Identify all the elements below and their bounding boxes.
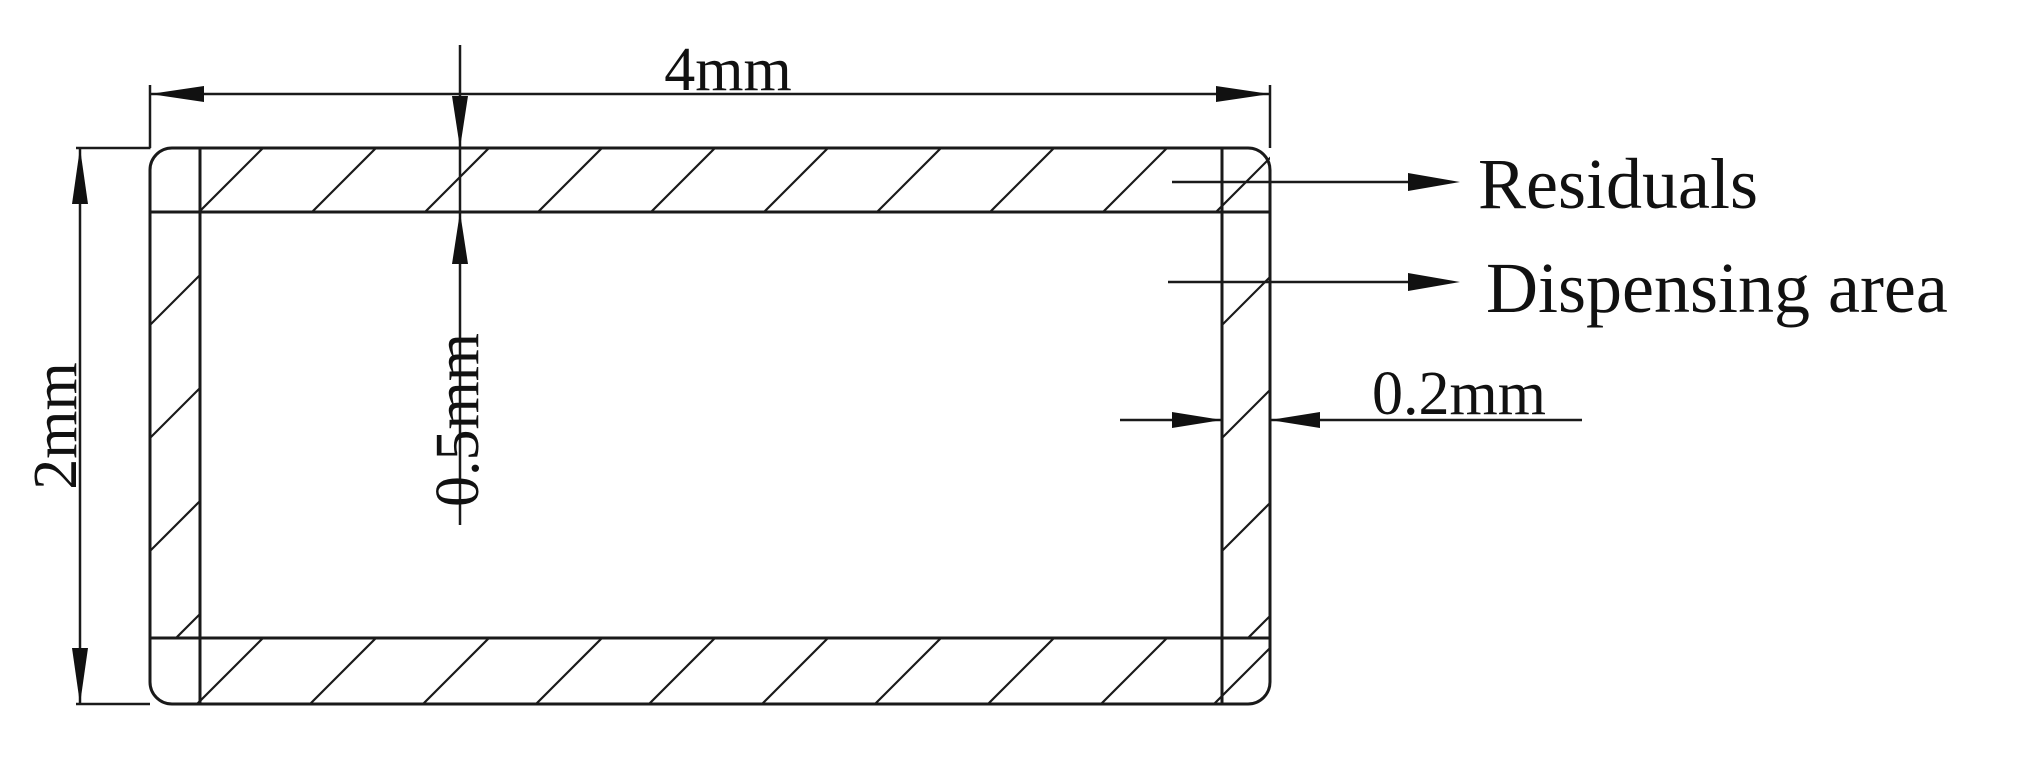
hatch-line: [150, 638, 151, 640]
hatch-line: [874, 638, 942, 704]
hatch-line: [1329, 148, 1393, 212]
hatch-line: [989, 148, 1055, 212]
hatch-line: [175, 612, 200, 638]
hatch-line: [1222, 212, 1223, 214]
hatch-line: [198, 148, 264, 212]
hatch-line: [289, 212, 715, 638]
width-dimension-label: 4mm: [664, 36, 791, 104]
outer-boundary: [148, 146, 1272, 706]
hatch-line: [763, 148, 829, 212]
residual-thickness-dimension: 0.5mm: [424, 45, 492, 525]
residual-hatch-left: [150, 212, 941, 638]
residuals-callout: Residuals: [1172, 144, 1758, 224]
residual-thickness-label: 0.5mm: [424, 333, 492, 507]
hatch-line: [422, 638, 490, 704]
hatch-line: [761, 638, 829, 704]
hatch-line: [515, 212, 941, 638]
hatch-line: [1215, 156, 1270, 212]
residual-hatch-top: [150, 148, 1393, 212]
hatch-line: [424, 148, 490, 212]
hatch-line: [1102, 148, 1168, 212]
hatch-line: [150, 386, 200, 440]
hatch-line: [150, 148, 151, 150]
width-dimension: 4mm: [148, 36, 1272, 148]
residuals-label: Residuals: [1478, 144, 1758, 224]
hatch-line: [537, 148, 603, 212]
hatch-line: [150, 273, 200, 327]
dispensing-area-label: Dispensing area: [1486, 248, 1948, 328]
hatch-line: [1327, 638, 1393, 704]
hatch-line: [309, 638, 377, 704]
gap-dimension: 0.2mm: [1120, 360, 1582, 428]
height-dimension-label: 2mm: [22, 362, 90, 489]
hatch-line: [876, 148, 942, 212]
hatch-line: [311, 148, 377, 212]
hatch-line: [650, 148, 716, 212]
hatch-line: [1222, 388, 1270, 440]
dispensing-area-callout: Dispensing area: [1168, 248, 1948, 328]
height-dimension: 2mm: [22, 146, 150, 706]
hatch-line: [535, 638, 603, 704]
hatch-line: [1100, 638, 1168, 704]
hatch-line: [196, 638, 264, 704]
gap-dimension-label: 0.2mm: [1372, 360, 1546, 428]
hatch-line: [648, 638, 716, 704]
hatch-line: [987, 638, 1055, 704]
residual-hatch-bottom: [150, 638, 1393, 704]
